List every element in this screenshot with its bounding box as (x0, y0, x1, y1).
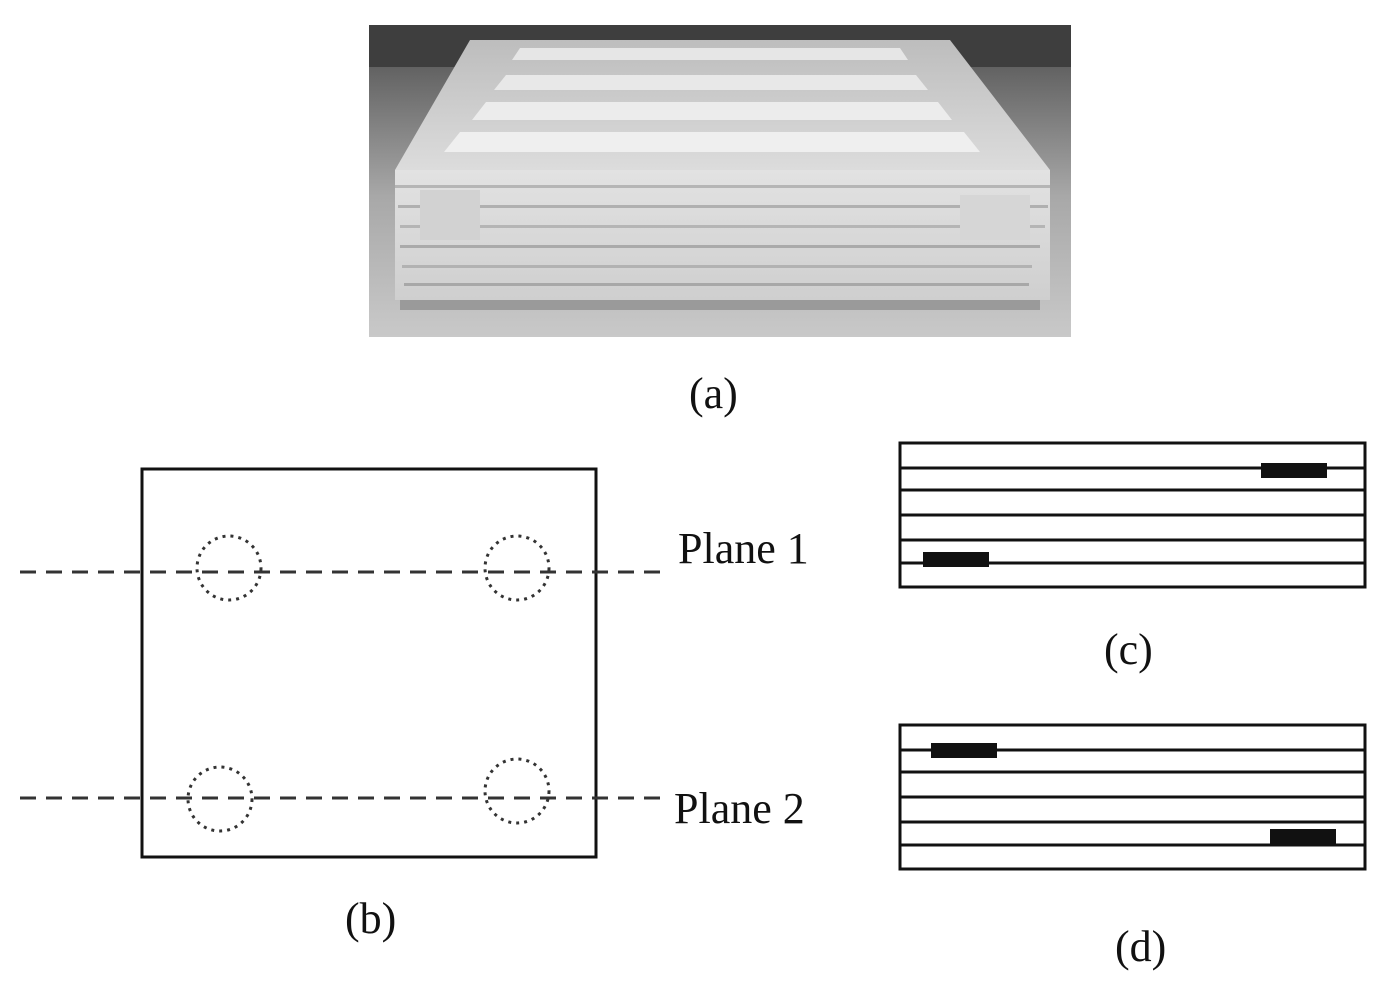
hole-circle (483, 534, 551, 602)
caption-c: (c) (1104, 625, 1153, 674)
panel-d-diagram (898, 723, 1367, 871)
defect-bar (1261, 463, 1327, 478)
plane-1-label: Plane 1 (678, 524, 809, 573)
plane-2-label: Plane 2 (674, 784, 805, 833)
panel-b-outline (140, 467, 598, 859)
panel-b-diagram (20, 467, 665, 859)
caption-b: (b) (345, 894, 397, 943)
caption-a: (a) (689, 369, 738, 418)
defect-bar (1270, 829, 1336, 844)
hole-circle (195, 534, 263, 602)
caption-d: (d) (1115, 922, 1167, 971)
hole-circle (186, 765, 254, 833)
panel-c-diagram (898, 441, 1367, 589)
defect-bar (923, 552, 989, 567)
photo-stacked-plates (369, 25, 1071, 337)
hole-circle (483, 757, 551, 825)
defect-bar (931, 743, 997, 758)
